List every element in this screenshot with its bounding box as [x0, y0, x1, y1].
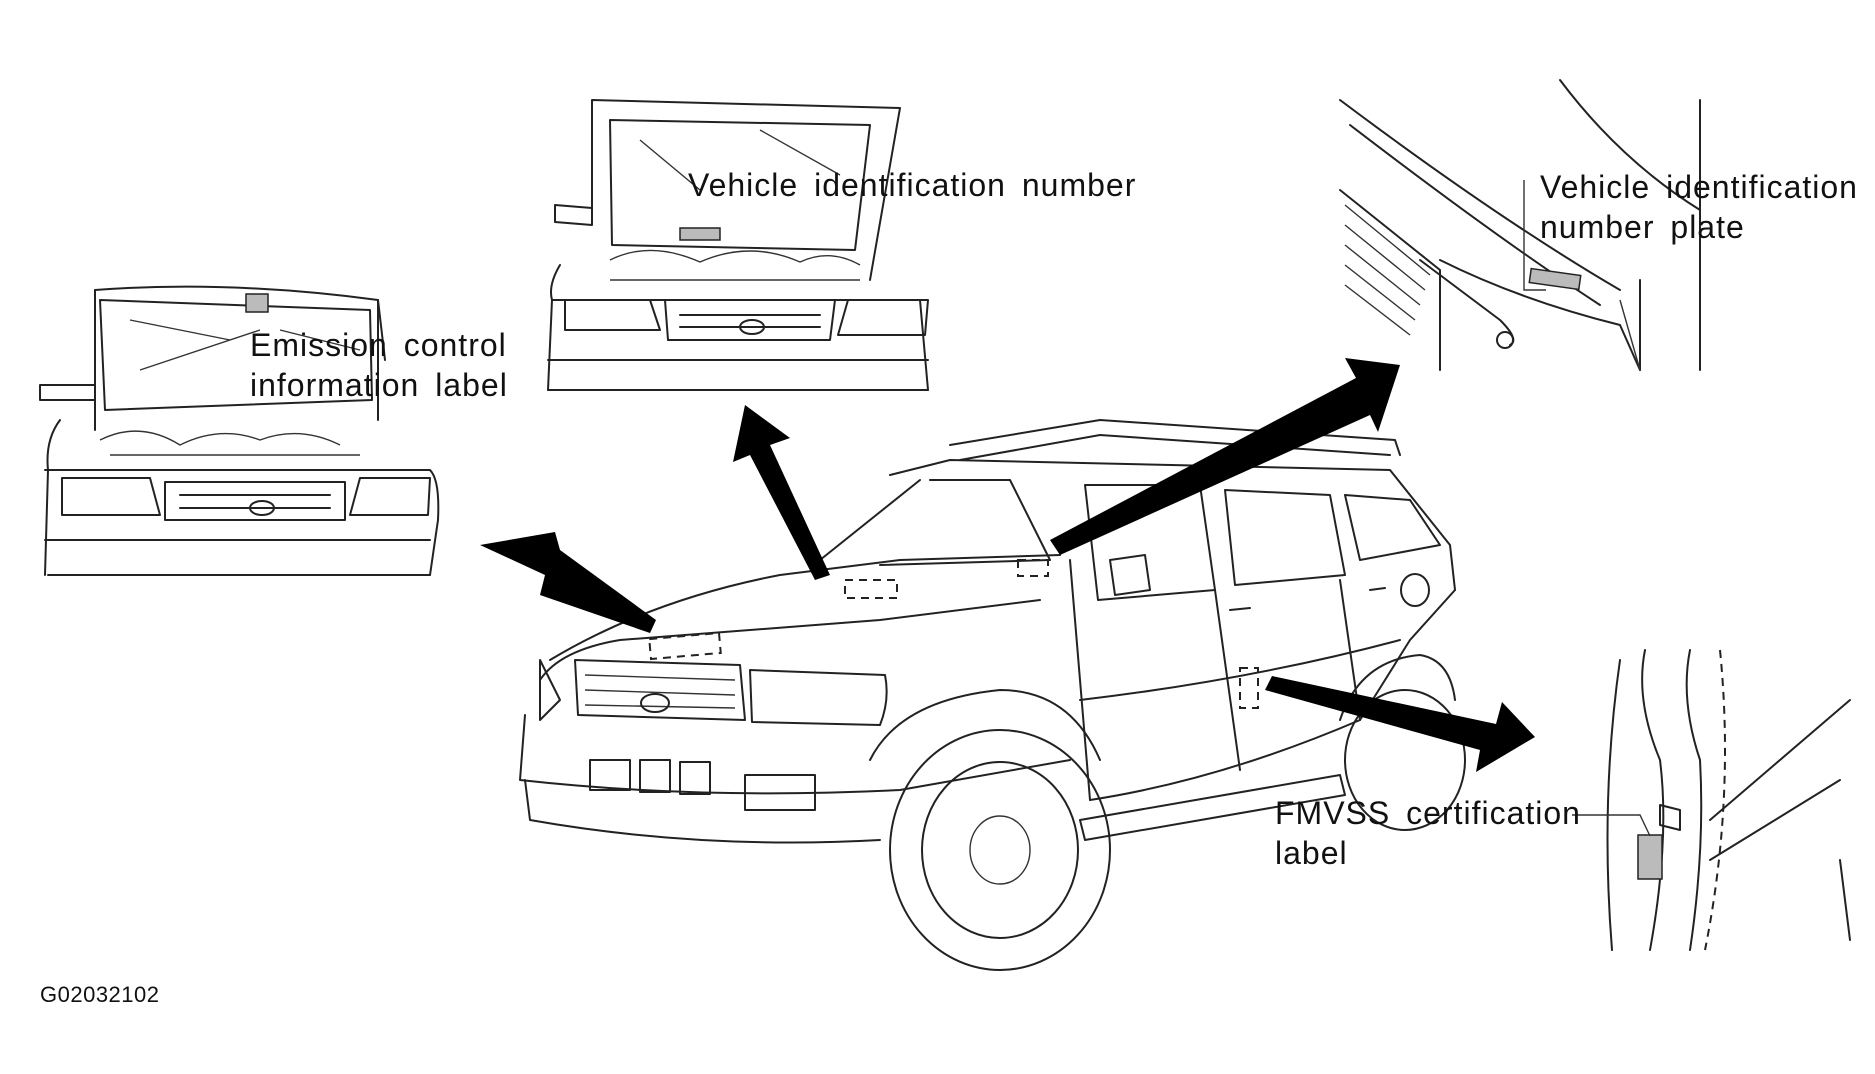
emission-label-marker: [245, 293, 269, 313]
inset-emission-hood-view: [39, 285, 440, 576]
label-fmvss-line2: label: [1275, 835, 1348, 871]
label-emission-line1: Emission control: [250, 327, 507, 363]
vin-plate-marker: [1528, 267, 1582, 291]
inset-vin-hood-view: [547, 99, 929, 391]
suv-vehicle-drawing: [519, 419, 1466, 971]
inset-vin-plate-view: [1339, 79, 1701, 371]
arrow-to-emission-inset: [480, 532, 656, 633]
fmvss-label-marker: [1637, 834, 1663, 880]
arrow-to-vin-inset: [733, 405, 830, 580]
figure-code: G02032102: [40, 982, 160, 1007]
label-emission-line2: information label: [250, 367, 508, 403]
label-vin-plate-line2: number plate: [1540, 209, 1745, 245]
arrow-to-vin-plate-inset: [1050, 358, 1400, 555]
label-vin-plate-line1: Vehicle identification: [1540, 169, 1858, 205]
pointer-arrows: [480, 358, 1535, 772]
arrow-to-fmvss-inset: [1265, 676, 1535, 772]
label-fmvss-line1: FMVSS certification: [1275, 795, 1581, 831]
vin-marker: [679, 227, 721, 241]
inset-fmvss-pillar-view: [1572, 649, 1851, 951]
label-vin: Vehicle identification number: [688, 167, 1137, 203]
